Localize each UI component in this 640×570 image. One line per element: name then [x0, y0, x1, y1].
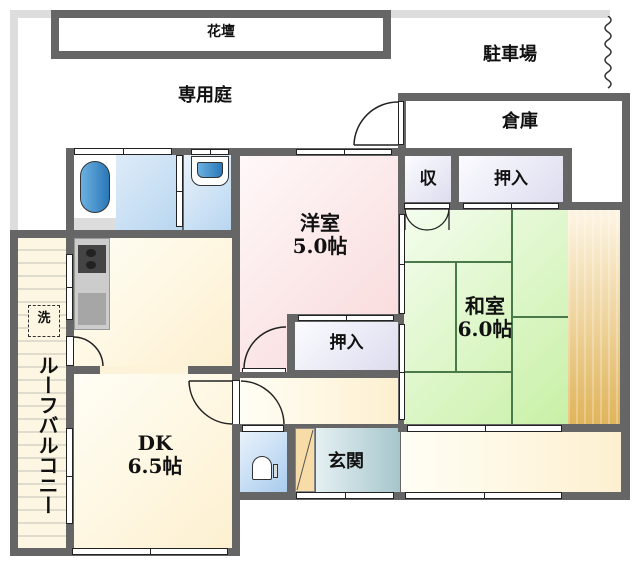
- kitchen-passage: [100, 366, 188, 374]
- closet-top-label: 押入: [494, 169, 528, 189]
- kitchen-back-door[interactable]: [66, 336, 74, 366]
- bath-tub-icon: [80, 161, 110, 213]
- private-garden-label: 専用庭: [178, 85, 232, 106]
- closet-top: [459, 156, 563, 204]
- bath-window[interactable]: [74, 148, 172, 155]
- boundary-left: [10, 10, 18, 230]
- washer-space: [28, 305, 60, 337]
- toilet-door[interactable]: [242, 425, 284, 432]
- kitchen-window[interactable]: [66, 254, 73, 320]
- burner: [86, 249, 96, 257]
- door-swing-icon: [240, 380, 285, 425]
- tatami-line: [512, 316, 568, 318]
- dk-label: DK 6.5帖: [110, 432, 200, 478]
- dk-window-left[interactable]: [66, 428, 73, 524]
- washroom-window[interactable]: [191, 149, 229, 155]
- dk-name: DK: [137, 431, 173, 455]
- closet-mid-label: 押入: [329, 333, 364, 353]
- western-room-size: 5.0帖: [292, 234, 348, 258]
- bath-step: [74, 218, 116, 230]
- storage-label: 倉庫: [502, 111, 538, 132]
- flowerbed-label: 花壇: [207, 24, 235, 40]
- corridor-east: [401, 432, 621, 492]
- tatami-line: [404, 261, 512, 263]
- closet-top-door[interactable]: [463, 203, 559, 209]
- washer-label: 洗: [37, 311, 51, 326]
- toilet-icon: [252, 456, 272, 480]
- tatami-line: [455, 262, 457, 372]
- corridor-window[interactable]: [405, 492, 562, 499]
- western-window[interactable]: [296, 149, 392, 155]
- japanese-room-label: 和室 6.0帖: [445, 295, 525, 341]
- parking-label: 駐車場: [483, 44, 537, 65]
- hallway-floor: [240, 378, 398, 428]
- flowerbed: [51, 10, 391, 59]
- entrance-window[interactable]: [296, 492, 394, 499]
- shoe-cabinet-icon: [296, 429, 314, 491]
- bath-door[interactable]: [176, 155, 183, 227]
- japanese-room-bottom-window[interactable]: [407, 425, 562, 432]
- closet-mid-door[interactable]: [298, 315, 394, 321]
- kitchen-sink-icon: [78, 293, 106, 325]
- western-room-name: 洋室: [300, 211, 340, 235]
- door-swing-icon: [353, 101, 399, 146]
- entrance: [316, 428, 400, 492]
- burner: [86, 261, 96, 269]
- balcony-label: ルーフバルコニー: [35, 355, 59, 515]
- japanese-room-left-door[interactable]: [399, 324, 405, 420]
- japanese-room-size: 6.0帖: [457, 317, 513, 341]
- engawa-floor: [568, 210, 620, 424]
- closet-small: [405, 156, 451, 204]
- entrance-label: 玄関: [328, 451, 364, 472]
- tatami-line: [404, 371, 512, 373]
- closet-small-label: 収: [419, 169, 437, 189]
- balcony-floor: [18, 238, 66, 548]
- toilet-panel: [273, 464, 278, 478]
- dk-floor: [74, 374, 232, 548]
- dk-size: 6.5帖: [127, 454, 183, 478]
- door-swing-icon: [72, 336, 104, 367]
- dk-window-bottom[interactable]: [72, 548, 228, 555]
- door-swing-icon: [188, 380, 233, 425]
- storage-door[interactable]: [398, 101, 404, 145]
- japanese-room-left-window[interactable]: [399, 214, 405, 314]
- double-door-icon: [404, 208, 450, 231]
- fence-icon: [604, 16, 612, 89]
- closet-mid: [295, 322, 398, 370]
- japanese-room-name: 和室: [465, 294, 505, 318]
- sink-basin: [197, 162, 223, 178]
- closet-small-door[interactable]: [404, 203, 450, 209]
- door-swing-icon: [243, 326, 287, 369]
- western-room-label: 洋室 5.0帖: [270, 212, 370, 258]
